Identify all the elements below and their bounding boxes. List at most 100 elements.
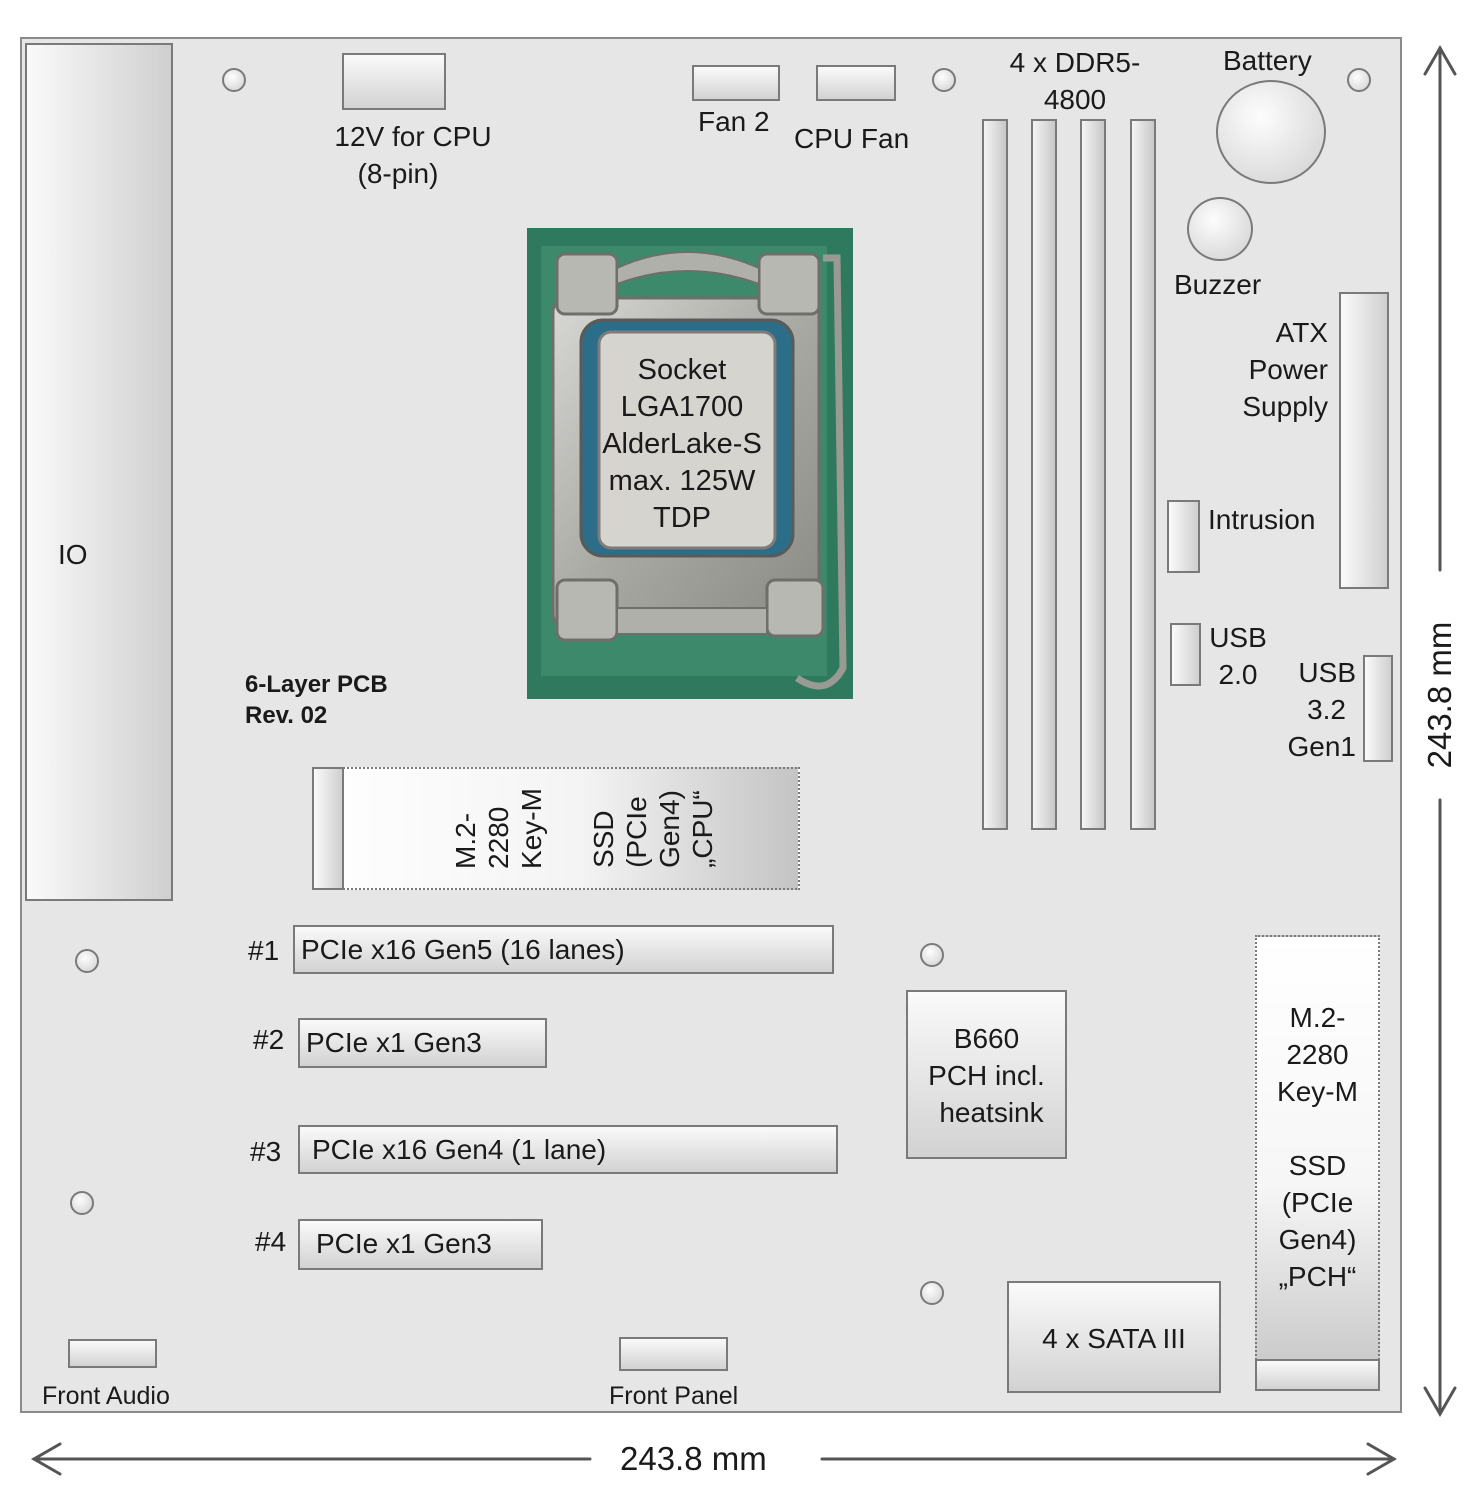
atx-label-line2: Power [1248, 354, 1328, 385]
front-panel-header [619, 1337, 728, 1371]
m2-pch-line: 2280 [1286, 1039, 1349, 1070]
ram-label-line1: 4 x DDR5- [1009, 47, 1141, 78]
pcb-line1: 6-Layer PCB [245, 671, 388, 698]
battery-label: Battery [1223, 45, 1312, 76]
pch-line: heatsink [939, 1097, 1044, 1128]
dimm-slot [1031, 119, 1057, 830]
pcie-slot-1: PCIe x16 Gen5 (16 lanes) [293, 925, 834, 974]
height-dimension-text: 243.8 mm [1421, 621, 1458, 769]
intrusion-label: Intrusion [1208, 504, 1316, 535]
fan2-header [692, 65, 780, 101]
mounting-hole [75, 949, 99, 973]
cpu-power-connector [342, 53, 446, 110]
socket-line: LGA1700 [620, 391, 744, 423]
slot-number: #2 [253, 1024, 285, 1055]
mounting-hole [920, 1281, 944, 1305]
m2-cpu-col1-line: M.2- [450, 812, 481, 869]
m2-cpu-col1-line: Key-M [516, 788, 547, 869]
m2-cpu-slot [312, 767, 800, 890]
m2-cpu-col1-text: M.2- 2280 Key-M [449, 788, 548, 869]
m2-cpu-col2-line: (PCIe [620, 795, 652, 868]
dimm-slot [982, 119, 1008, 830]
ram-label: 4 x DDR5- 4800 [1000, 44, 1150, 118]
fan2-label: Fan 2 [698, 106, 770, 137]
cpu-power-label-line1: 12V for CPU [334, 121, 492, 152]
m2-pch-line: (PCIe [1281, 1187, 1354, 1218]
mounting-hole [1347, 68, 1371, 92]
buzzer-label: Buzzer [1174, 269, 1262, 300]
m2-cpu-label: M.2- 2280 Key-M SSD (PCIe Gen4) „CPU“ [437, 767, 747, 890]
pcb-line2: Rev. 02 [245, 702, 328, 729]
usb2-label-line1: USB [1209, 622, 1267, 653]
usb2-label: USB 2.0 [1203, 619, 1273, 693]
m2-pch-slot [1255, 935, 1380, 1391]
cpu-fan-header [816, 65, 896, 101]
ram-label-line2: 4800 [1043, 84, 1107, 115]
socket-line: AlderLake-S [602, 428, 762, 460]
mounting-hole [920, 943, 944, 967]
m2-pch-line: Key-M [1277, 1076, 1358, 1107]
dimm-slot [1130, 119, 1156, 830]
socket-line: Socket [637, 354, 727, 386]
usb3-header [1363, 655, 1393, 762]
pch-label: B660 PCH incl. heatsink [906, 1020, 1067, 1131]
sata-label: 4 x SATA III [1042, 1323, 1186, 1354]
mounting-hole [222, 68, 246, 92]
sata-connectors [1007, 1281, 1221, 1393]
atx-label-line1: ATX [1275, 317, 1328, 348]
mounting-hole [932, 68, 956, 92]
cpu-power-label: 12V for CPU (8-pin) [318, 118, 508, 192]
front-audio-header [68, 1339, 157, 1368]
atx-label: ATX Power Supply [1200, 314, 1328, 425]
atx-label-line3: Supply [1242, 391, 1328, 422]
mounting-hole [70, 1191, 94, 1215]
m2-cpu-col2-line: Gen4) [653, 789, 685, 868]
m2-cpu-col2-line: SSD [587, 809, 619, 868]
pch-heatsink [906, 990, 1067, 1159]
width-dimension-label: 243.8 mm [620, 1440, 767, 1477]
pch-line: PCH incl. [928, 1060, 1045, 1091]
pcb-revision-label: 6-Layer PCB Rev. 02 [245, 669, 388, 731]
slot-number: #3 [250, 1136, 282, 1167]
usb3-label-line3: Gen1 [1287, 731, 1357, 762]
m2-pch-line [1255, 1110, 1380, 1147]
usb3-label-line1: USB [1298, 657, 1356, 688]
m2-pch-line: „PCH“ [1278, 1261, 1357, 1292]
intrusion-header [1167, 500, 1200, 573]
io-label: IO [58, 539, 88, 570]
battery-icon [1216, 80, 1326, 184]
m2-cpu-connector [312, 767, 344, 890]
usb2-label-line2: 2.0 [1218, 659, 1258, 690]
io-panel [25, 43, 173, 901]
buzzer-icon [1187, 197, 1253, 261]
pcie-slot-4: PCIe x1 Gen3 [298, 1219, 543, 1270]
atx-power-connector [1339, 292, 1389, 589]
slot-number: #4 [255, 1226, 287, 1257]
usb2-header [1170, 623, 1201, 686]
m2-cpu-col1: M.2- 2280 Key-M [437, 767, 560, 890]
cpu-socket-photo [527, 228, 853, 699]
usb3-label-line2: 3.2 [1307, 694, 1346, 725]
front-audio-label: Front Audio [42, 1382, 170, 1410]
m2-cpu-col2: SSD (PCIe Gen4) „CPU“ [570, 767, 735, 890]
socket-line: max. 125W [608, 465, 756, 497]
socket-illustration [527, 228, 853, 699]
m2-pch-line: SSD [1288, 1150, 1347, 1181]
dimm-slot [1080, 119, 1106, 830]
m2-pch-line: Gen4) [1278, 1224, 1357, 1255]
socket-label: Socket LGA1700 AlderLake-S max. 125W TDP [577, 352, 787, 537]
front-panel-label: Front Panel [609, 1382, 739, 1410]
m2-pch-label: M.2- 2280 Key-M SSD (PCIe Gen4) „PCH“ [1255, 999, 1380, 1295]
height-dimension-label: 243.8 mm [1420, 595, 1460, 795]
pch-line: B660 [953, 1023, 1020, 1054]
cpu-fan-label: CPU Fan [794, 123, 910, 154]
m2-pch-line: M.2- [1289, 1002, 1346, 1033]
pcie-slot-2: PCIe x1 Gen3 [298, 1018, 547, 1068]
pcie-slot-3: PCIe x16 Gen4 (1 lane) [298, 1125, 838, 1174]
m2-pch-connector [1255, 1359, 1380, 1391]
socket-line: TDP [653, 502, 711, 534]
m2-cpu-col2-text: SSD (PCIe Gen4) „CPU“ [586, 790, 718, 868]
usb3-label: USB 3.2 Gen1 [1260, 654, 1357, 765]
m2-cpu-col1-line: 2280 [483, 806, 514, 869]
m2-cpu-col2-line: „CPU“ [686, 789, 718, 868]
